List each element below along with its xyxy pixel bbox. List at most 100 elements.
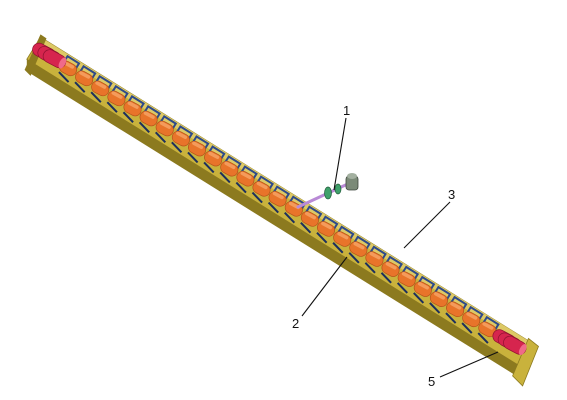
roller-body: [397, 271, 416, 287]
roller-bracket-front: [58, 71, 70, 83]
roller-bracket-front: [187, 151, 199, 164]
roller-bracket-front: [74, 81, 86, 93]
roller-bracket-front: [445, 312, 457, 324]
roller-body: [204, 150, 223, 167]
roller: [333, 231, 352, 247]
roller: [252, 181, 271, 197]
roller: [75, 70, 94, 87]
roller: [365, 251, 384, 267]
end-roller-right-cap: [518, 344, 527, 356]
roller-body: [139, 110, 158, 127]
roller-body: [333, 231, 352, 247]
roller: [268, 191, 287, 207]
roller-bracket-front: [235, 181, 247, 194]
roller-body: [220, 160, 239, 177]
roller-highlight: [240, 171, 252, 180]
roller-bracket-front: [203, 161, 215, 174]
drive-shaft-assembly: [296, 173, 359, 209]
frame-end-plate-near: [512, 337, 539, 387]
callout-2-leader: [301, 256, 348, 317]
frame-side-face: [26, 59, 519, 378]
roller-highlight: [256, 181, 268, 190]
roller-highlight: [369, 251, 381, 260]
roller-highlight: [95, 81, 107, 89]
roller-bracket-front: [122, 111, 134, 123]
roller-bracket-front: [380, 272, 392, 284]
roller: [284, 201, 303, 217]
roller-bracket-front: [396, 282, 408, 294]
roller-highlight: [450, 302, 462, 310]
callout-3: 3: [448, 187, 455, 202]
roller: [107, 90, 126, 107]
roller-bracket-front: [300, 221, 312, 234]
roller-body: [365, 251, 384, 267]
roller-body: [91, 80, 110, 97]
roller-highlight: [434, 292, 446, 300]
roller-bracket-front: [364, 262, 376, 274]
roller: [204, 150, 223, 167]
roller-bracket-front: [267, 201, 279, 214]
roller-highlight: [482, 322, 494, 330]
roller-body: [462, 311, 481, 328]
roller-body: [317, 221, 335, 237]
roller: [236, 170, 255, 187]
roller-body: [123, 100, 142, 117]
roller: [155, 120, 174, 137]
roller: [446, 301, 465, 317]
roller-bracket-front: [429, 302, 441, 314]
end-rollers-right: [492, 329, 527, 356]
roller-bracket-front: [461, 322, 473, 334]
roller-body: [381, 261, 400, 277]
roller-bracket-front: [251, 191, 263, 204]
drive-coupling: [334, 183, 342, 195]
roller: [478, 321, 497, 338]
end-rollers-left: [32, 42, 67, 69]
end-roller-left-cap: [58, 57, 67, 69]
roller-bracket-front: [316, 232, 328, 244]
roller-highlight: [272, 191, 284, 200]
roller: [123, 100, 142, 117]
roller-bracket-front: [138, 121, 150, 133]
roller-highlight: [417, 282, 429, 290]
roller-bracket-front: [106, 101, 118, 113]
roller-highlight: [385, 262, 397, 270]
roller-highlight: [353, 241, 365, 250]
roller-highlight: [159, 121, 171, 129]
roller-body: [268, 191, 287, 207]
roller: [413, 281, 432, 297]
roller-highlight: [192, 141, 204, 149]
callout-1-leader: [333, 117, 347, 191]
roller-highlight: [321, 221, 333, 230]
roller-bracket-front: [284, 211, 296, 224]
callout-3-leader: [403, 201, 451, 249]
roller-bracket-front: [171, 141, 183, 154]
callout-1: 1: [343, 103, 350, 118]
roller: [300, 211, 319, 227]
roller-body: [446, 301, 465, 317]
end-roller-left: [42, 49, 67, 69]
roller-highlight: [466, 312, 478, 320]
roller-body: [349, 241, 368, 257]
conveyor-rollers: [59, 60, 497, 338]
roller-bracket-front: [348, 252, 360, 264]
roller-body: [429, 291, 448, 307]
callout-5: 5: [428, 374, 435, 389]
roller-body: [188, 140, 206, 157]
roller-bracket-front: [413, 292, 425, 304]
callout-5-leader: [439, 351, 499, 378]
callout-2: 2: [292, 316, 299, 331]
roller-body: [413, 281, 432, 297]
roller-highlight: [208, 151, 220, 159]
roller-bracket-front: [477, 332, 489, 344]
roller-highlight: [305, 211, 317, 220]
roller-body: [171, 130, 190, 147]
roller: [171, 130, 190, 147]
roller-highlight: [176, 131, 188, 139]
roller-body: [236, 170, 255, 187]
roller-body: [155, 120, 174, 137]
roller-highlight: [337, 231, 349, 240]
roller-highlight: [401, 272, 413, 280]
roller-highlight: [111, 91, 123, 99]
